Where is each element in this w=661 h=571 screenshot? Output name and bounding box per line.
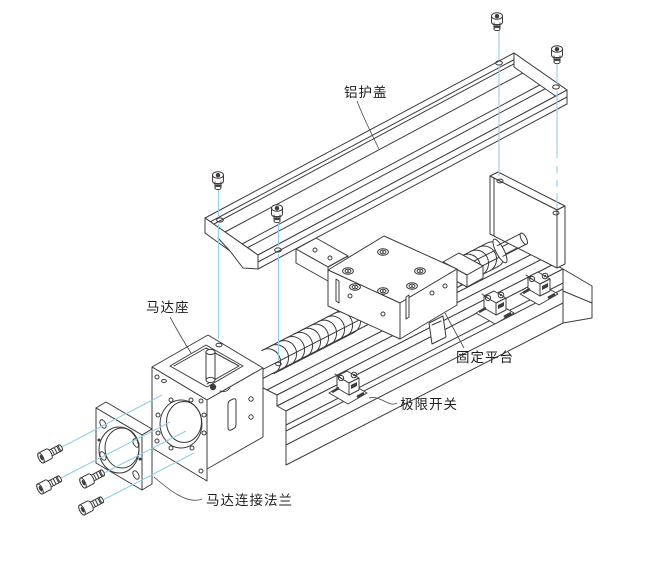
end-plate-hole — [496, 178, 504, 184]
cover-screw — [551, 45, 563, 65]
flange-screw — [76, 493, 106, 517]
cover-screw — [212, 171, 224, 191]
screw-journal-end — [519, 232, 529, 245]
cover-hole — [216, 217, 224, 223]
end-plate — [489, 171, 566, 269]
annotations: 铝护盖 马达座 固定平台 极限开关 马达连接法兰 — [146, 85, 514, 508]
flange-screw — [35, 441, 65, 465]
leader-motor-mount — [169, 316, 192, 354]
end-plate-hole — [552, 210, 560, 216]
cover-hole — [495, 60, 503, 66]
leader-limit-switch — [368, 397, 398, 405]
cover-screw — [491, 12, 503, 32]
label-limit-switch: 极限开关 — [400, 397, 458, 412]
leader-motor-flange — [153, 476, 203, 501]
leader-aluminum-cover — [356, 100, 380, 150]
screw-shaft-step — [492, 238, 508, 264]
leader-fixed-platform — [444, 312, 465, 349]
bed-screw-hole — [275, 361, 282, 367]
cover-hole — [552, 84, 560, 90]
rail-clamp — [428, 315, 447, 345]
label-aluminum-cover: 铝护盖 — [344, 85, 388, 100]
motor-mount — [151, 334, 264, 482]
motor-flange — [95, 401, 153, 491]
flange-screw — [34, 472, 64, 496]
carriage-fixed-platform — [295, 235, 484, 340]
label-fixed-platform: 固定平台 — [456, 350, 514, 365]
motor-bore — [159, 399, 203, 449]
cover-guide-lines — [217, 31, 558, 360]
label-motor-flange: 马达连接法兰 — [206, 492, 293, 508]
flange-guide-lines — [60, 394, 195, 501]
mount-screw-hole — [215, 342, 223, 348]
flange-screw — [77, 466, 107, 490]
label-motor-mount: 马达座 — [146, 300, 190, 315]
cover-hole — [274, 247, 282, 253]
